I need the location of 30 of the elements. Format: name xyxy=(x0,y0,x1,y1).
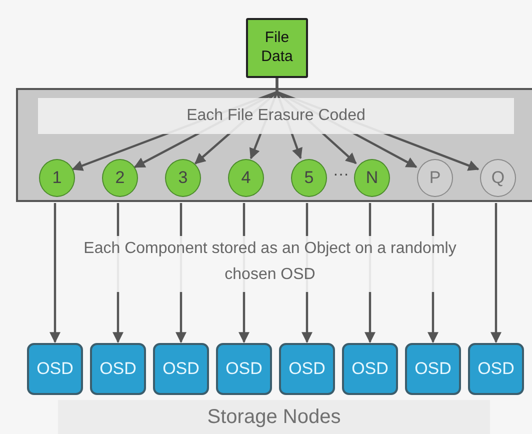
arrow xyxy=(112,203,124,344)
circle-node: 1 xyxy=(39,159,75,197)
storage-box: OSD xyxy=(279,343,335,395)
arrow xyxy=(364,203,376,344)
circle-node: 5 xyxy=(291,159,327,197)
storage-box: OSD xyxy=(468,343,524,395)
circle-node: Q xyxy=(480,159,516,197)
panel xyxy=(16,88,532,202)
storage-box: OSD xyxy=(216,343,272,395)
footer-text: Storage Nodes xyxy=(58,400,490,434)
arrow xyxy=(428,203,438,344)
arrow xyxy=(276,78,480,171)
storage-box: OSD xyxy=(153,343,209,395)
ellipsis-text: ··· xyxy=(332,165,350,185)
circle-node: 4 xyxy=(228,159,264,197)
arrow xyxy=(176,203,186,344)
circle-node: P xyxy=(417,159,453,197)
banner-text: Each File Erasure Coded xyxy=(38,98,514,134)
circle-node: 3 xyxy=(165,159,201,197)
storage-box: OSD xyxy=(90,343,146,395)
arrow xyxy=(238,203,250,344)
storage-box: OSD xyxy=(342,343,398,395)
process-box: File Data xyxy=(246,18,308,78)
storage-box: OSD xyxy=(27,343,83,395)
circle-node: N xyxy=(354,159,390,197)
circle-node: 2 xyxy=(102,159,138,197)
arrow xyxy=(490,203,502,344)
storage-box: OSD xyxy=(405,343,461,395)
arrow xyxy=(50,203,60,344)
arrow xyxy=(302,203,312,344)
